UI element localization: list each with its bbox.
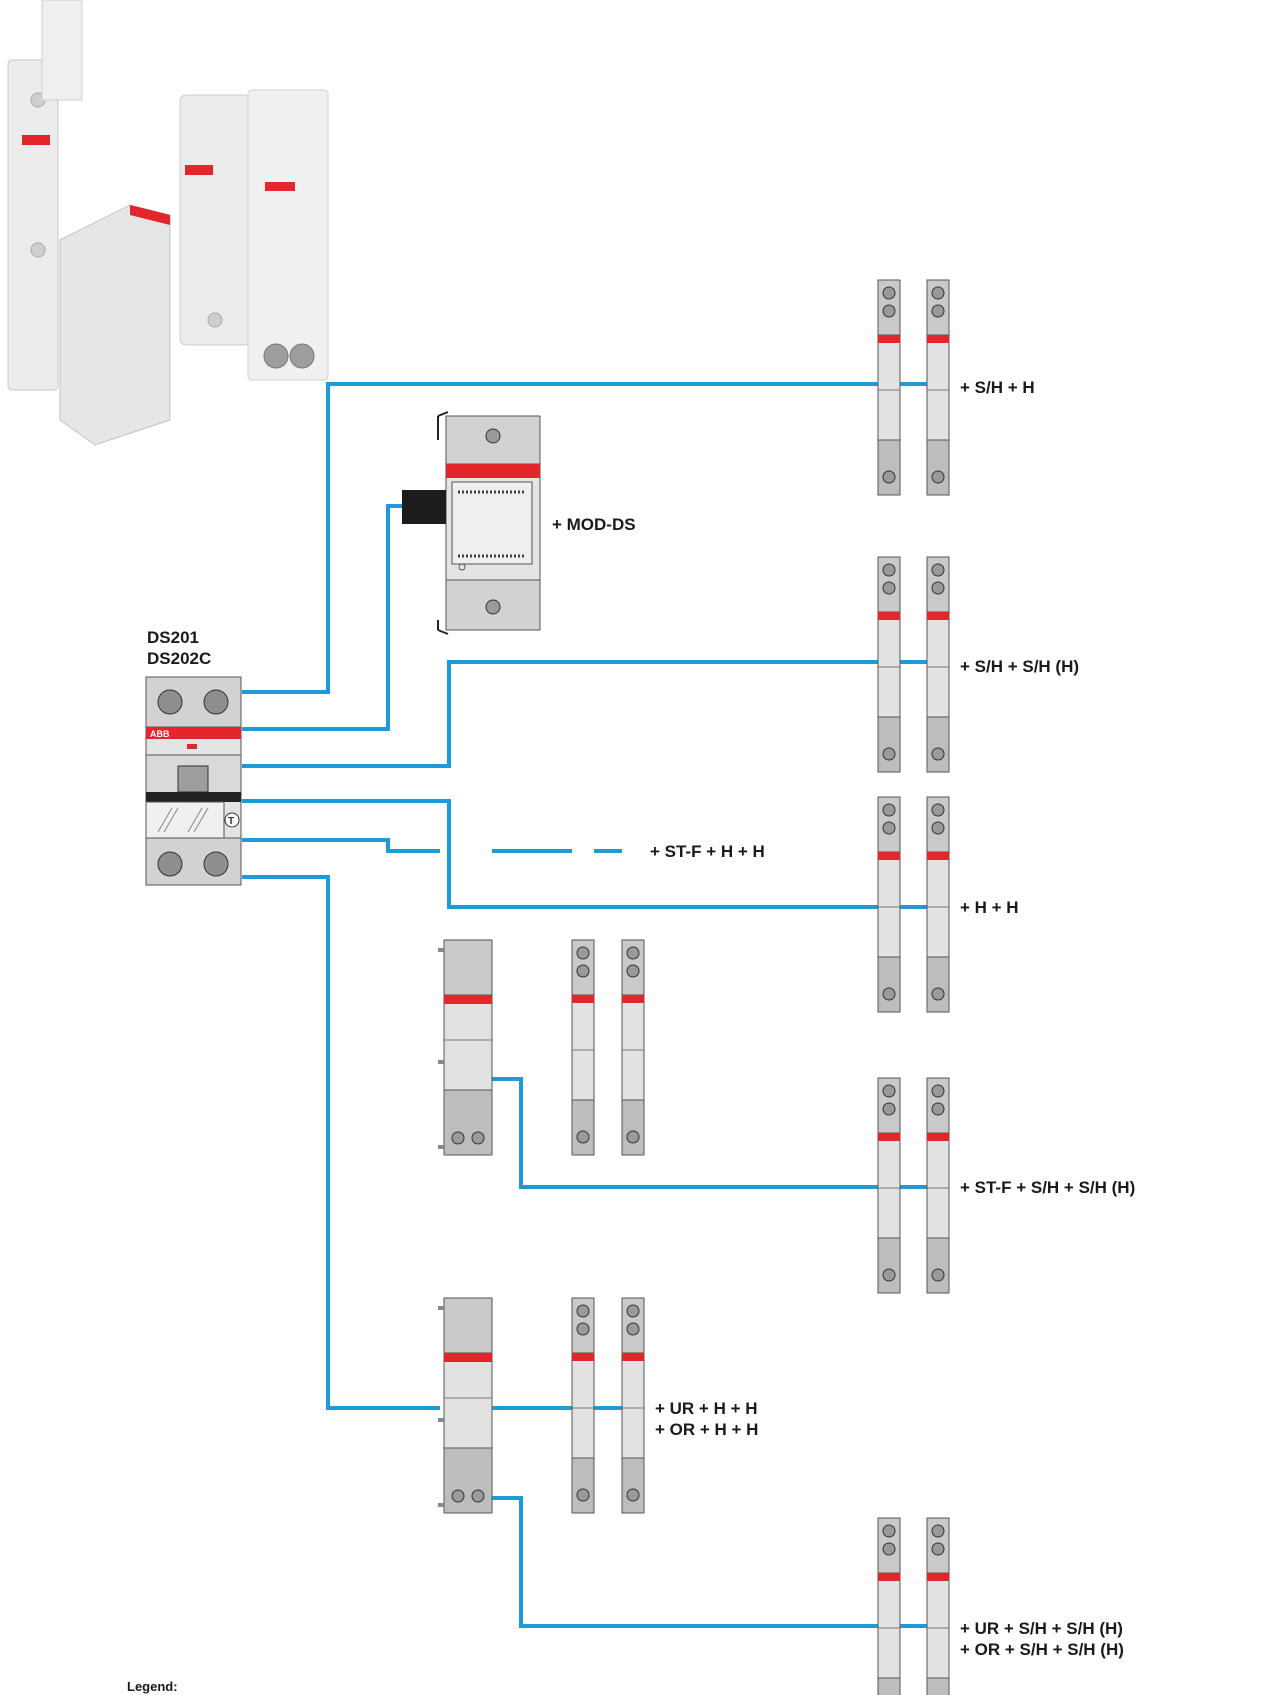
product-photo (7, 0, 329, 446)
label-sh-h: + S/H + H (960, 378, 1035, 397)
label-ur-h: + UR + H + H + OR + H + H (655, 1399, 759, 1439)
label-stf-sh: + ST-F + S/H + S/H (H) (960, 1178, 1136, 1197)
main-device: ABB T (145, 676, 242, 886)
main-device-label: DS201 DS202C (147, 627, 211, 669)
legend-label: Legend: (127, 1679, 178, 1694)
test-button-icon (224, 812, 240, 828)
connector-sh-sh (242, 660, 878, 768)
connector-stf-sh (492, 1077, 878, 1189)
aux-pair-sh-sh (877, 556, 950, 773)
aux-pair-ur-sh (877, 1517, 950, 1695)
svg-text:T: T (228, 816, 234, 827)
main-device-line2: DS202C (147, 649, 212, 668)
connector-stf-h (242, 838, 440, 853)
connector-lines (242, 382, 927, 1628)
aux-pair-h-h (877, 796, 950, 1013)
mod-ds-module (402, 411, 541, 635)
aux-pair-sh-h (877, 279, 950, 496)
aux-pair-stf-h (571, 939, 645, 1156)
connector-ur-sh (492, 1496, 878, 1628)
connector-h-h (242, 799, 878, 909)
label-stf-h: + ST-F + H + H (650, 842, 765, 861)
label-mod-ds: + MOD-DS (552, 515, 636, 534)
stf-release-module (437, 939, 493, 1156)
connector-ur-h (242, 875, 440, 1410)
aux-pair-ur-h (571, 1297, 645, 1514)
connector-mod-ds (242, 504, 430, 731)
connector-sh-h (242, 382, 878, 694)
label-h-h: + H + H (960, 898, 1019, 917)
label-sh-sh: + S/H + S/H (H) (960, 657, 1080, 676)
ur-or-release-module (437, 1297, 493, 1514)
main-device-line1: DS201 (147, 628, 199, 647)
brand-logo: ABB (150, 729, 170, 739)
label-ur-sh: + UR + S/H + S/H (H) + OR + S/H + S/H (H… (960, 1619, 1124, 1659)
